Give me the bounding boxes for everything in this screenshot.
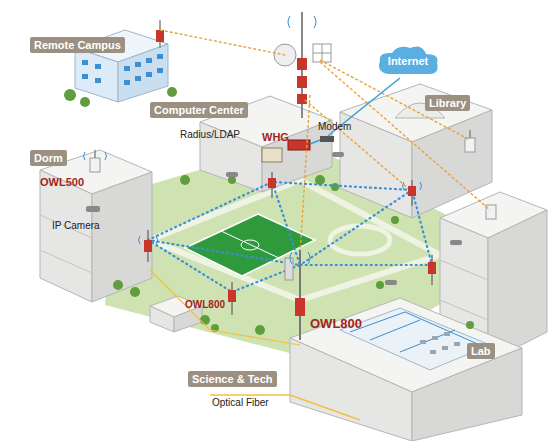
wifi-symbol bbox=[84, 16, 422, 264]
desk-row bbox=[420, 332, 460, 354]
node-text: Library bbox=[429, 97, 466, 109]
field-line bbox=[221, 231, 279, 258]
location-tag: Library bbox=[425, 95, 470, 111]
grid-antenna bbox=[313, 44, 331, 62]
location-tag: Science & Tech bbox=[188, 371, 277, 387]
grid-antenna bbox=[322, 44, 323, 62]
radio-unit bbox=[297, 94, 307, 104]
backhaul-link bbox=[160, 30, 490, 255]
part-label: IP Camera bbox=[52, 220, 100, 231]
walkway bbox=[330, 226, 390, 254]
node-text: Science & Tech bbox=[192, 373, 273, 385]
location-tag: Computer Center bbox=[150, 102, 248, 118]
building-wall bbox=[75, 48, 118, 102]
indoor-cabling bbox=[350, 312, 480, 352]
ip-camera bbox=[86, 152, 462, 285]
part-label: Modem bbox=[318, 121, 351, 132]
building-wall bbox=[40, 170, 92, 302]
field-line bbox=[241, 240, 259, 250]
optical-fiber-line bbox=[150, 270, 300, 345]
device-label: OWL800 bbox=[310, 316, 362, 331]
antenna-unit bbox=[156, 30, 164, 42]
radio-unit bbox=[297, 76, 307, 88]
location-tag: Lab bbox=[467, 343, 495, 359]
device-label: WHG bbox=[262, 131, 289, 143]
node-text: Internet bbox=[388, 55, 428, 67]
node-text: Dorm bbox=[34, 152, 63, 164]
trees bbox=[64, 87, 474, 335]
access-point bbox=[90, 158, 100, 172]
device-label: OWL800 bbox=[185, 299, 225, 310]
radio-unit bbox=[297, 58, 307, 70]
floor-line bbox=[440, 260, 488, 280]
mesh-link bbox=[148, 182, 432, 292]
cloud-outline bbox=[379, 46, 438, 74]
building-wall bbox=[118, 44, 168, 102]
node-text: Computer Center bbox=[154, 104, 244, 116]
building-wall bbox=[150, 306, 174, 332]
mesh-access-point bbox=[144, 172, 436, 340]
server-icon bbox=[262, 148, 282, 162]
part-label: Optical Fiber bbox=[212, 397, 269, 408]
access-point bbox=[465, 138, 475, 152]
window-row bbox=[82, 54, 163, 85]
classroom bbox=[340, 308, 490, 370]
node-text: Lab bbox=[471, 345, 491, 357]
optical-fiber-line bbox=[210, 395, 360, 420]
floor-line bbox=[40, 250, 92, 273]
location-tag: Dorm bbox=[30, 150, 67, 166]
building-wall bbox=[92, 172, 152, 302]
modem-icon bbox=[320, 136, 334, 142]
node-text: Remote Campus bbox=[34, 39, 121, 51]
internet-link bbox=[310, 140, 320, 144]
device-label: OWL500 bbox=[40, 176, 84, 188]
location-tag: Remote Campus bbox=[30, 37, 125, 53]
internet-cloud: Internet bbox=[376, 44, 440, 78]
soccer-field bbox=[185, 214, 315, 276]
part-label: Radius/LDAP bbox=[180, 129, 240, 140]
